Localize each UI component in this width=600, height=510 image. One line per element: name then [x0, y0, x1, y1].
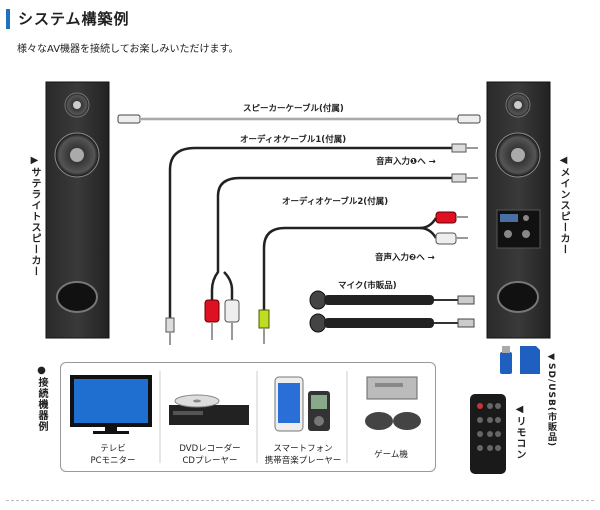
mic-label: マイク(市販品)	[338, 281, 397, 291]
smartphone-icon	[274, 376, 330, 432]
main-speaker-label: ◀メインスピーカー	[558, 155, 569, 255]
audio-cable-2	[204, 173, 478, 340]
audio-in-2-label: 音声入力❷へ →	[375, 253, 435, 263]
satellite-speaker-label: ▶サテライトスピーカー	[29, 155, 40, 277]
usb-sd-media	[500, 346, 540, 374]
main-speaker	[486, 81, 551, 339]
speaker-cable	[117, 114, 481, 124]
audio-cable-1-label: オーディオケーブル1(付属)	[240, 135, 347, 145]
devices-section-label: ●接続機器例	[36, 365, 47, 432]
audio-cable-2-label: オーディオケーブル2(付属)	[282, 197, 389, 207]
microphones	[309, 290, 475, 333]
remote-label: ◀リモコン	[514, 404, 525, 460]
audio-cable-rca	[258, 211, 468, 344]
audio-in-1-label: 音声入力❶へ →	[376, 157, 436, 167]
device-smartphone-label: スマートフォン携帯音楽プレーヤー	[264, 444, 342, 466]
remote-control	[470, 394, 506, 474]
page-title: システム構築例	[18, 10, 130, 28]
speaker-cable-label: スピーカーケーブル(付属)	[243, 104, 344, 114]
device-illustrations	[70, 371, 421, 463]
device-game-label: ゲーム機	[374, 450, 408, 460]
game-console-icon	[365, 376, 421, 430]
dvd-recorder-icon	[169, 394, 249, 425]
sd-usb-label: ◀SD/USB(市販品)	[546, 352, 556, 448]
satellite-speaker	[45, 81, 110, 339]
tv-icon	[70, 375, 152, 434]
page-subtitle: 様々なAV機器を接続してお楽しみいただけます。	[17, 44, 239, 55]
section-divider	[6, 500, 594, 501]
title-accent-bar	[6, 9, 10, 29]
audio-cable-1	[165, 143, 478, 345]
